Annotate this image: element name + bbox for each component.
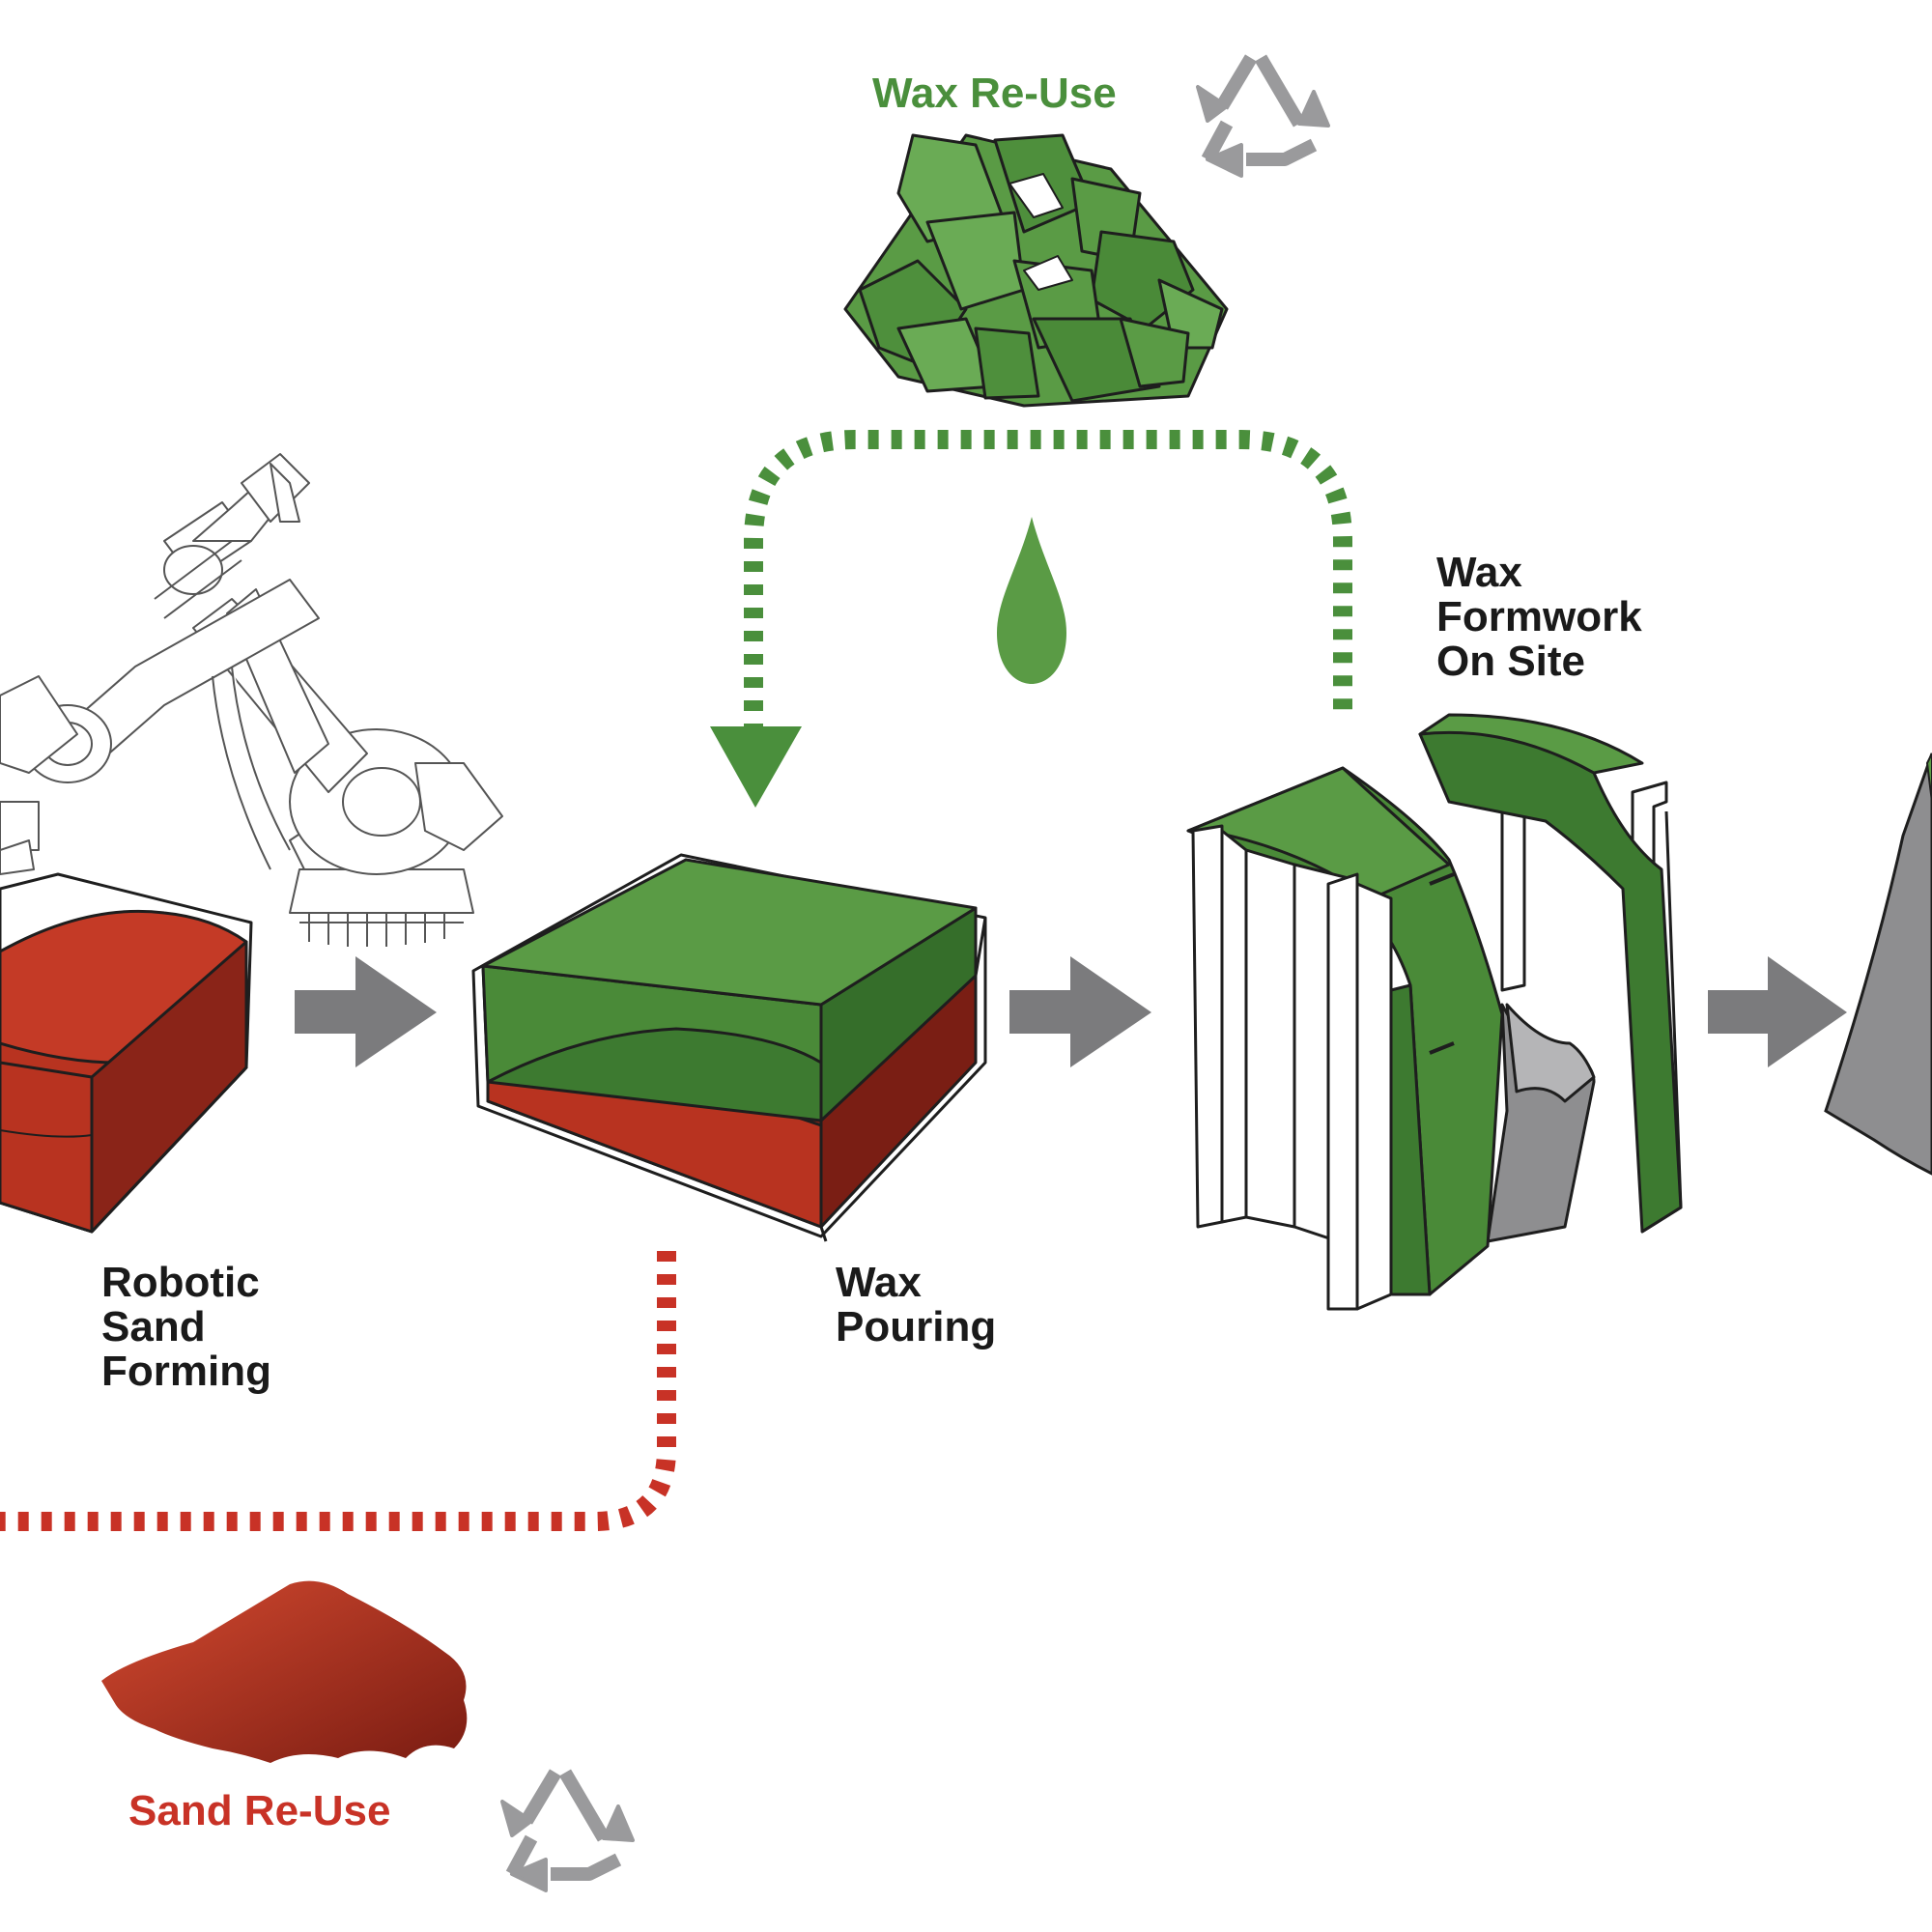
wax-return-loop — [744, 430, 1352, 734]
wax-formwork-label: Wax Formwork On Site — [1436, 551, 1642, 684]
wax-formwork-line-2: Formwork — [1436, 593, 1642, 640]
robotic-sand-forming-line-1: Robotic — [101, 1259, 260, 1306]
wax-reuse-label: Wax Re-Use — [872, 70, 1117, 117]
wax-pouring-line-1: Wax — [836, 1259, 922, 1306]
wax-pouring-box — [471, 853, 987, 1242]
wax-formwork-assembly — [1186, 713, 1683, 1311]
wax-pouring-label: Wax Pouring — [836, 1261, 996, 1350]
sand-reuse-label: Sand Re-Use — [128, 1787, 391, 1834]
wax-return-arrowhead — [710, 726, 802, 808]
wax-formwork-line-3: On Site — [1436, 638, 1586, 685]
sand-return-loop — [0, 1251, 676, 1531]
wax-chunks-pile — [843, 133, 1229, 408]
robotic-sand-forming-line-3: Forming — [101, 1348, 271, 1395]
final-wall-edge — [1925, 753, 1932, 803]
wax-drop-icon — [997, 517, 1066, 684]
wax-formwork-line-1: Wax — [1436, 549, 1522, 596]
robotic-sand-forming-label: Robotic Sand Forming — [101, 1261, 271, 1394]
recycle-icon — [500, 1769, 635, 1892]
robotic-sand-forming-line-2: Sand — [101, 1303, 206, 1350]
sand-pile — [101, 1580, 468, 1763]
final-wall-product — [1824, 753, 1932, 1176]
wax-pouring-line-2: Pouring — [836, 1303, 997, 1350]
robot-arm-icon — [0, 453, 503, 947]
flow-arrow-1 — [295, 956, 437, 1067]
sand-forming-box — [0, 872, 253, 1234]
flow-arrow-3 — [1708, 956, 1847, 1067]
recycle-icon — [1196, 54, 1330, 178]
flow-arrow-2 — [1009, 956, 1151, 1067]
